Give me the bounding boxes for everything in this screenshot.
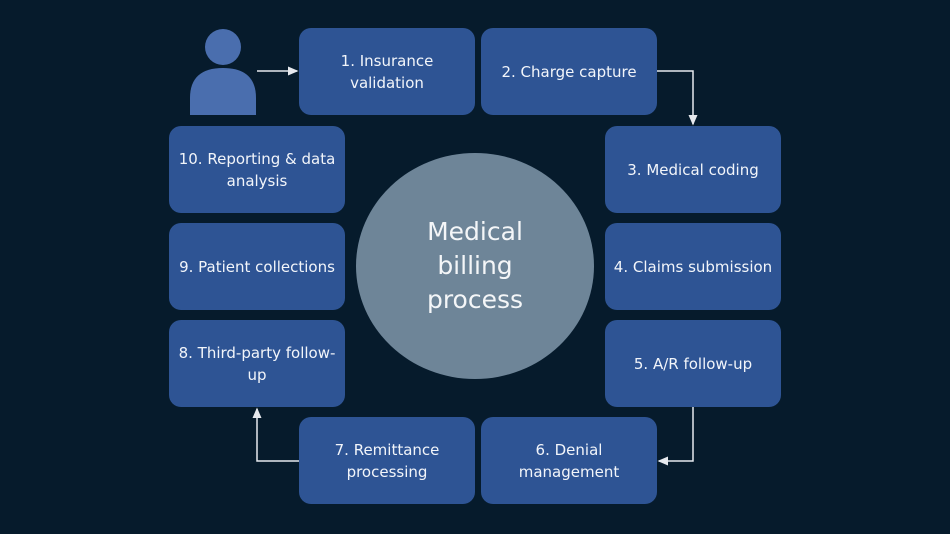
- step-5-ar-follow-up: 5. A/R follow-up: [605, 320, 781, 407]
- step-label: 1. Insurance validation: [340, 51, 434, 92]
- center-circle: Medical billing process: [356, 153, 594, 379]
- step-10-reporting-data-analysis: 10. Reporting & data analysis: [169, 126, 345, 213]
- center-label: Medical billing process: [426, 217, 524, 314]
- step-2-charge-capture: 2. Charge capture: [481, 28, 657, 115]
- step-label: 4. Claims submission: [613, 257, 773, 276]
- step-3-medical-coding: 3. Medical coding: [605, 126, 781, 213]
- user-icon: [190, 29, 256, 115]
- step-label: 7. Remittance processing: [334, 440, 440, 481]
- arrow-step7-to-step8: [252, 407, 299, 462]
- step-label: 3. Medical coding: [627, 160, 759, 179]
- step-6-denial-management: 6. Denial management: [481, 417, 657, 504]
- step-9-patient-collections: 9. Patient collections: [169, 223, 345, 310]
- step-label: 10. Reporting & data analysis: [178, 149, 336, 190]
- step-1-insurance-validation: 1. Insurance validation: [299, 28, 475, 115]
- step-label: 6. Denial management: [518, 440, 620, 481]
- step-label: 2. Charge capture: [501, 62, 637, 81]
- step-label: 8. Third-party follow-up: [178, 343, 336, 384]
- step-label: 5. A/R follow-up: [633, 354, 753, 373]
- step-4-claims-submission: 4. Claims submission: [605, 223, 781, 310]
- step-8-third-party-follow-up: 8. Third-party follow-up: [169, 320, 345, 407]
- step-7-remittance-processing: 7. Remittance processing: [299, 417, 475, 504]
- arrow-step2-to-step3: [657, 70, 698, 126]
- step-label: 9. Patient collections: [179, 257, 335, 276]
- arrow-step5-to-step6: [657, 407, 694, 466]
